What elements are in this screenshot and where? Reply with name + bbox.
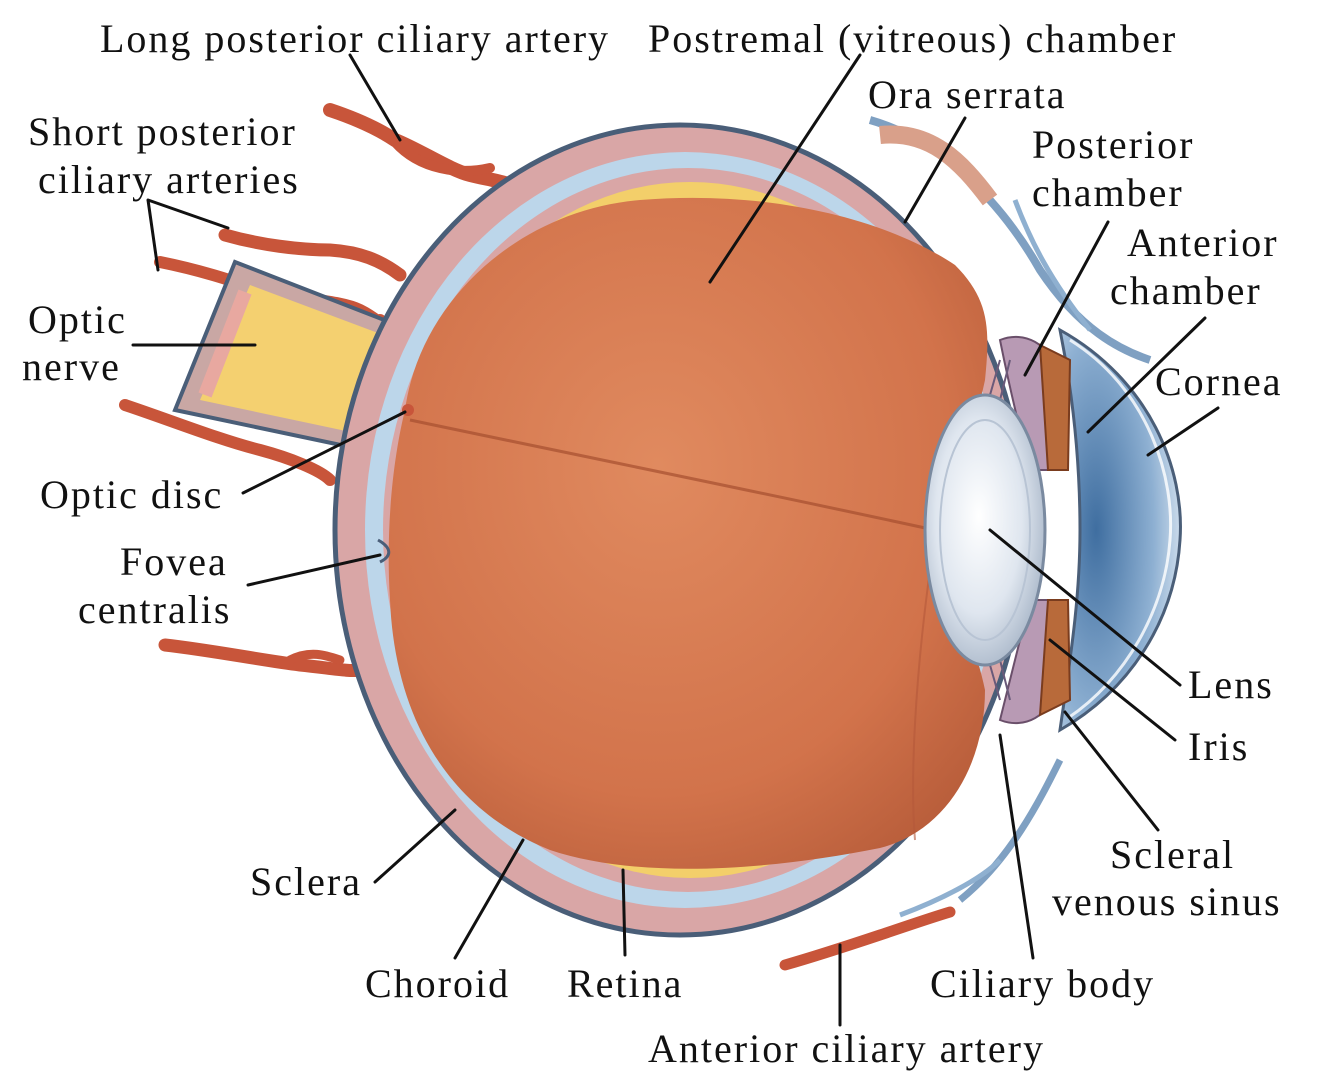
label-anterior-ciliary-artery: Anterior ciliary artery [648, 1026, 1045, 1071]
label-choroid: Choroid [365, 961, 510, 1006]
leader-ciliary-body [1000, 735, 1033, 958]
label-retina: Retina [567, 961, 683, 1006]
label-anterior-chamber-line2: chamber [1110, 268, 1262, 313]
label-fovea-line2: centralis [78, 587, 232, 632]
anterior-ciliary-artery-vessel [785, 912, 950, 965]
label-ciliary-body: Ciliary body [930, 961, 1155, 1006]
label-scleral-sinus-line1: Scleral [1110, 832, 1235, 877]
label-sclera: Sclera [250, 859, 362, 904]
label-lens: Lens [1188, 662, 1274, 707]
label-optic-nerve-line1: Optic [28, 297, 127, 342]
leader-retina [623, 870, 625, 955]
label-posterior-chamber-line2: chamber [1032, 170, 1184, 215]
label-ora-serrata: Ora serrata [868, 72, 1067, 117]
label-cornea: Cornea [1155, 359, 1283, 404]
lens-structure [925, 395, 1045, 665]
short-posterior-artery-5 [290, 654, 340, 660]
label-postremal-chamber: Postremal (vitreous) chamber [648, 16, 1177, 61]
leader-sclera [375, 810, 455, 882]
label-posterior-chamber-line1: Posterior [1032, 122, 1194, 167]
label-scleral-sinus-line2: venous sinus [1052, 879, 1282, 924]
eyeball [335, 125, 1025, 935]
label-short-posterior-line1: Short posterior [28, 109, 297, 154]
label-fovea-line1: Fovea [120, 539, 228, 584]
label-iris: Iris [1188, 724, 1249, 769]
label-optic-disc: Optic disc [40, 472, 223, 517]
label-long-posterior-ciliary-artery: Long posterior ciliary artery [100, 16, 610, 61]
long-posterior-ciliary-artery-vessel [330, 110, 520, 190]
label-short-posterior-line2: ciliary arteries [38, 157, 300, 202]
label-optic-nerve-line2: nerve [22, 344, 121, 389]
vitreous-chamber [389, 198, 988, 869]
leader-scleral-sinus [1065, 712, 1158, 830]
label-anterior-chamber-line1: Anterior [1127, 220, 1279, 265]
